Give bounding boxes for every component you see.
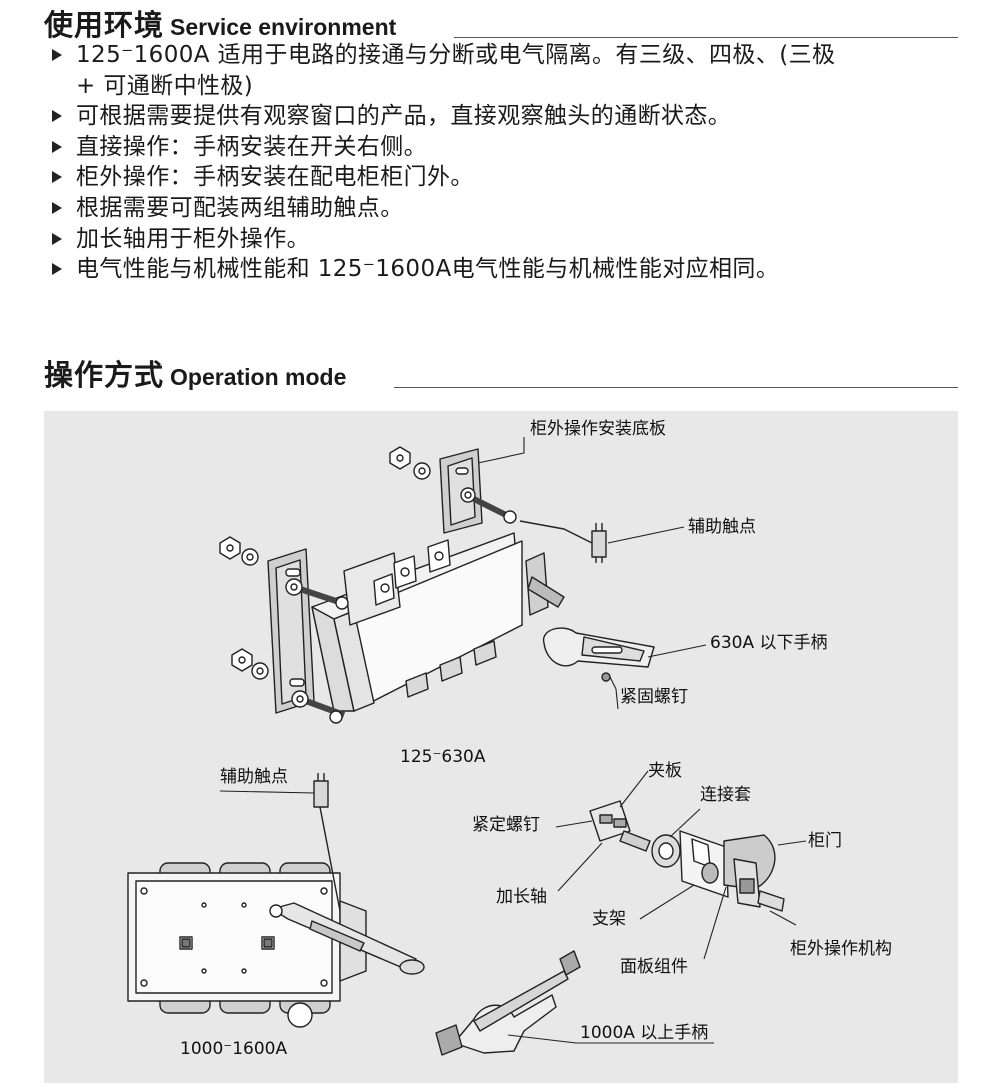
triangle-bullet-icon [52, 263, 62, 276]
list-item: 125⁻1600A 适用于电路的接通与分断或电气隔离。有三级、四极、(三极 + … [50, 40, 950, 101]
bolts [219, 446, 517, 724]
label-ext-shaft: 加长轴 [496, 887, 547, 907]
label-aux-contact-top: 辅助触点 [688, 517, 756, 537]
label-mount-plate: 柜外操作安装底板 [530, 419, 666, 439]
triangle-bullet-icon [52, 110, 62, 123]
label-aux-contact-bottom: 辅助触点 [220, 767, 288, 787]
label-panel-assembly: 面板组件 [620, 957, 688, 977]
list-item: 加长轴用于柜外操作。 [50, 224, 950, 255]
aux-contact-top [519, 520, 607, 563]
triangle-bullet-icon [52, 171, 62, 184]
ext-mechanism-parts [435, 800, 785, 1056]
heading-rule [394, 387, 958, 388]
triangle-bullet-icon [52, 232, 62, 245]
label-ext-mechanism: 柜外操作机构 [790, 939, 892, 959]
service-list: 125⁻1600A 适用于电路的接通与分断或电气隔离。有三级、四极、(三极 + … [50, 40, 950, 285]
label-handle-630: 630A 以下手柄 [710, 633, 828, 653]
label-range-top: 125⁻630A [400, 747, 486, 767]
label-cabinet-door: 柜门 [808, 831, 842, 851]
triangle-bullet-icon [52, 49, 62, 61]
handle-630 [543, 627, 655, 682]
leader-lines [219, 437, 807, 1044]
operation-title-en: Operation mode [170, 364, 347, 390]
label-fix-screw: 紧固螺钉 [620, 687, 688, 707]
triangle-bullet-icon [52, 201, 62, 214]
switch-1000-1600 [127, 773, 425, 1028]
triangle-bullet-icon [52, 140, 62, 153]
list-item: 直接操作：手柄安装在开关右侧。 [50, 132, 950, 163]
diagram-drawing [127, 437, 807, 1056]
label-bracket: 支架 [592, 909, 626, 929]
switch-body [311, 532, 565, 712]
label-clamp-plate: 夹板 [648, 761, 682, 781]
operation-diagram: 柜外操作安装底板 辅助触点 630A 以下手柄 紧固螺钉 125⁻630A 辅助… [44, 411, 958, 1083]
label-coupling: 连接套 [700, 785, 751, 805]
label-range-bottom: 1000⁻1600A [180, 1039, 288, 1059]
mounting-plate-left [267, 548, 315, 714]
list-item: 可根据需要提供有观察窗口的产品，直接观察触头的通断状态。 [50, 101, 950, 132]
list-item: 柜外操作：手柄安装在配电柜柜门外。 [50, 162, 950, 193]
mounting-plate-right [439, 448, 483, 534]
list-item: 电气性能与机械性能和 125⁻1600A电气性能与机械性能对应相同。 [50, 254, 950, 285]
list-item: 根据需要可配装两组辅助触点。 [50, 193, 950, 224]
service-title-en: Service environment [170, 14, 397, 40]
heading-rule [454, 37, 958, 38]
label-handle-1000: 1000A 以上手柄 [580, 1023, 709, 1043]
label-set-screw: 紧定螺钉 [472, 815, 540, 835]
